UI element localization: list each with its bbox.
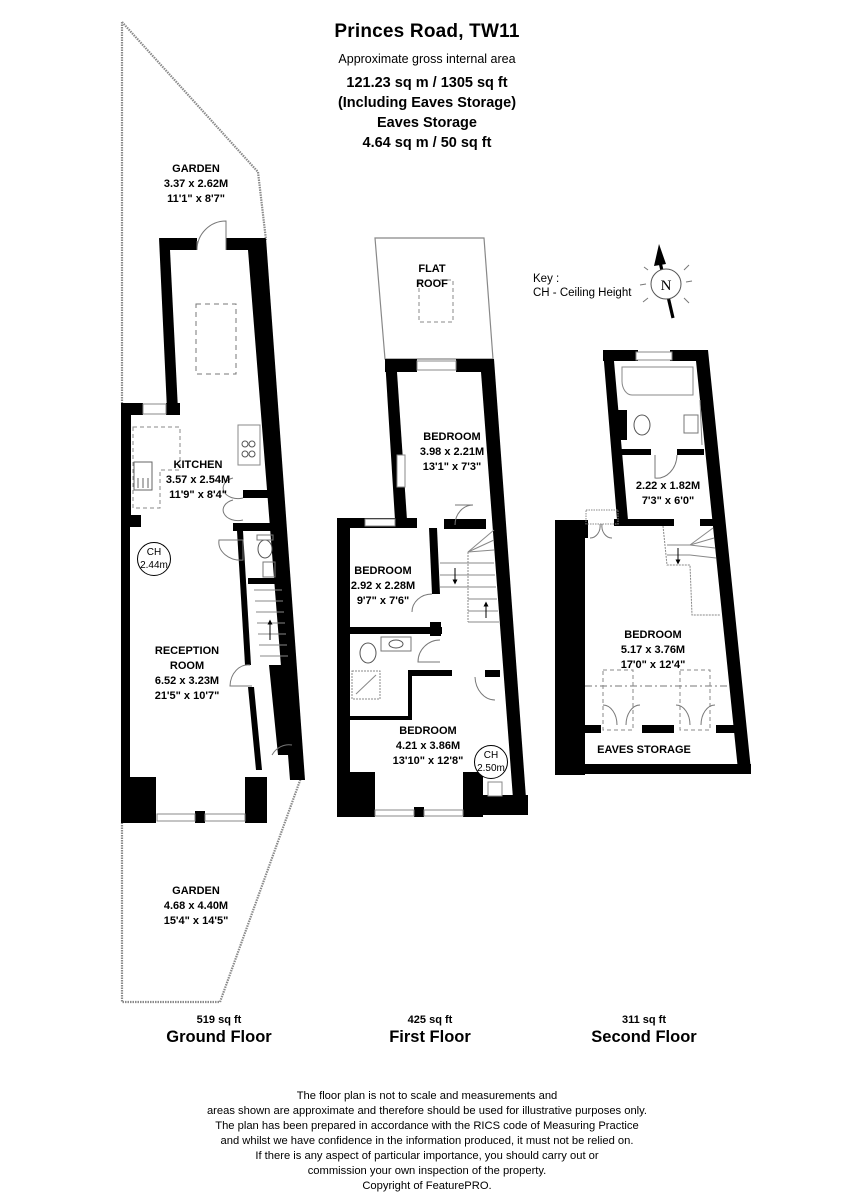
disclaimer-line: areas shown are approximate and therefor… (206, 1105, 648, 1117)
room-label-bedroom-middle: BEDROOM 2.92 x 2.28M 9'7" x 7'6" (350, 565, 416, 607)
page-title: Princes Road, TW11 (334, 21, 520, 42)
legend-key: Key : CH - Ceiling Height (533, 272, 631, 300)
second-floor-plan (555, 350, 751, 775)
disclaimer: The floor plan is not to scale and measu… (0, 1089, 854, 1194)
ground-floor-plan (120, 21, 305, 1004)
disclaimer-line: If there is any aspect of particular imp… (255, 1150, 599, 1162)
eaves-storage-label: Eaves Storage (377, 115, 477, 131)
disclaimer-line: The floor plan is not to scale and measu… (296, 1090, 558, 1102)
ceiling-height-badge-first: CH 2.50m (474, 745, 508, 779)
disclaimer-line: The plan has been prepared in accordance… (215, 1120, 639, 1132)
area-subtitle: Approximate gross internal area (338, 52, 516, 66)
ground-floor-title: Ground Floor (166, 1028, 272, 1046)
second-floor-title: Second Floor (591, 1028, 697, 1046)
eaves-storage-area: 4.64 sq m / 50 sq ft (362, 135, 492, 151)
ceiling-height-badge-ground: CH 2.44m (137, 542, 171, 576)
disclaimer-line: and whilst we have confidence in the inf… (220, 1135, 634, 1147)
room-label-bedroom-second: BEDROOM 5.17 x 3.76M 17'0" x 12'4" (620, 629, 686, 671)
room-label-kitchen: KITCHEN 3.57 x 2.54M 11'9" x 8'4" (165, 459, 231, 501)
key-title: Key : (533, 273, 560, 285)
second-floor-area: 311 sq ft (621, 1014, 667, 1026)
compass-label: N (661, 278, 672, 294)
room-label-flat-roof: FLAT ROOF (416, 263, 448, 290)
room-label-reception-room: RECEPTION ROOM 6.52 x 3.23M 21'5" x 10'7… (154, 645, 220, 702)
room-label-bedroom-rear: BEDROOM 3.98 x 2.21M 13'1" x 7'3" (419, 431, 485, 473)
room-label-bedroom-front: BEDROOM 4.21 x 3.86M 13'10" x 12'8" (392, 725, 464, 767)
copyright: Copyright of FeaturePRO. (362, 1180, 492, 1192)
ground-floor-area: 519 sq ft (196, 1014, 242, 1026)
key-entry-ceiling-height: CH - Ceiling Height (533, 287, 632, 299)
ground-boundary (121, 21, 268, 241)
room-label-front-garden: GARDEN 4.68 x 4.40M 15'4" x 14'5" (163, 885, 229, 927)
room-label-rear-garden: GARDEN 3.37 x 2.62M 11'1" x 8'7" (163, 163, 229, 205)
rear-garden-boundary (120, 751, 304, 1004)
including-note: (Including Eaves Storage) (337, 95, 517, 111)
first-floor-plan (337, 237, 528, 817)
room-label-eaves-storage: EAVES STORAGE (597, 744, 691, 756)
first-floor-title: First Floor (389, 1028, 471, 1046)
total-area: 121.23 sq m / 1305 sq ft (346, 75, 508, 91)
first-floor-area: 425 sq ft (407, 1014, 453, 1026)
compass-icon (639, 244, 693, 319)
disclaimer-line: commission your own inspection of the pr… (307, 1165, 547, 1177)
room-label-bathroom-landing: 2.22 x 1.82M 7'3" x 6'0" (635, 480, 701, 507)
